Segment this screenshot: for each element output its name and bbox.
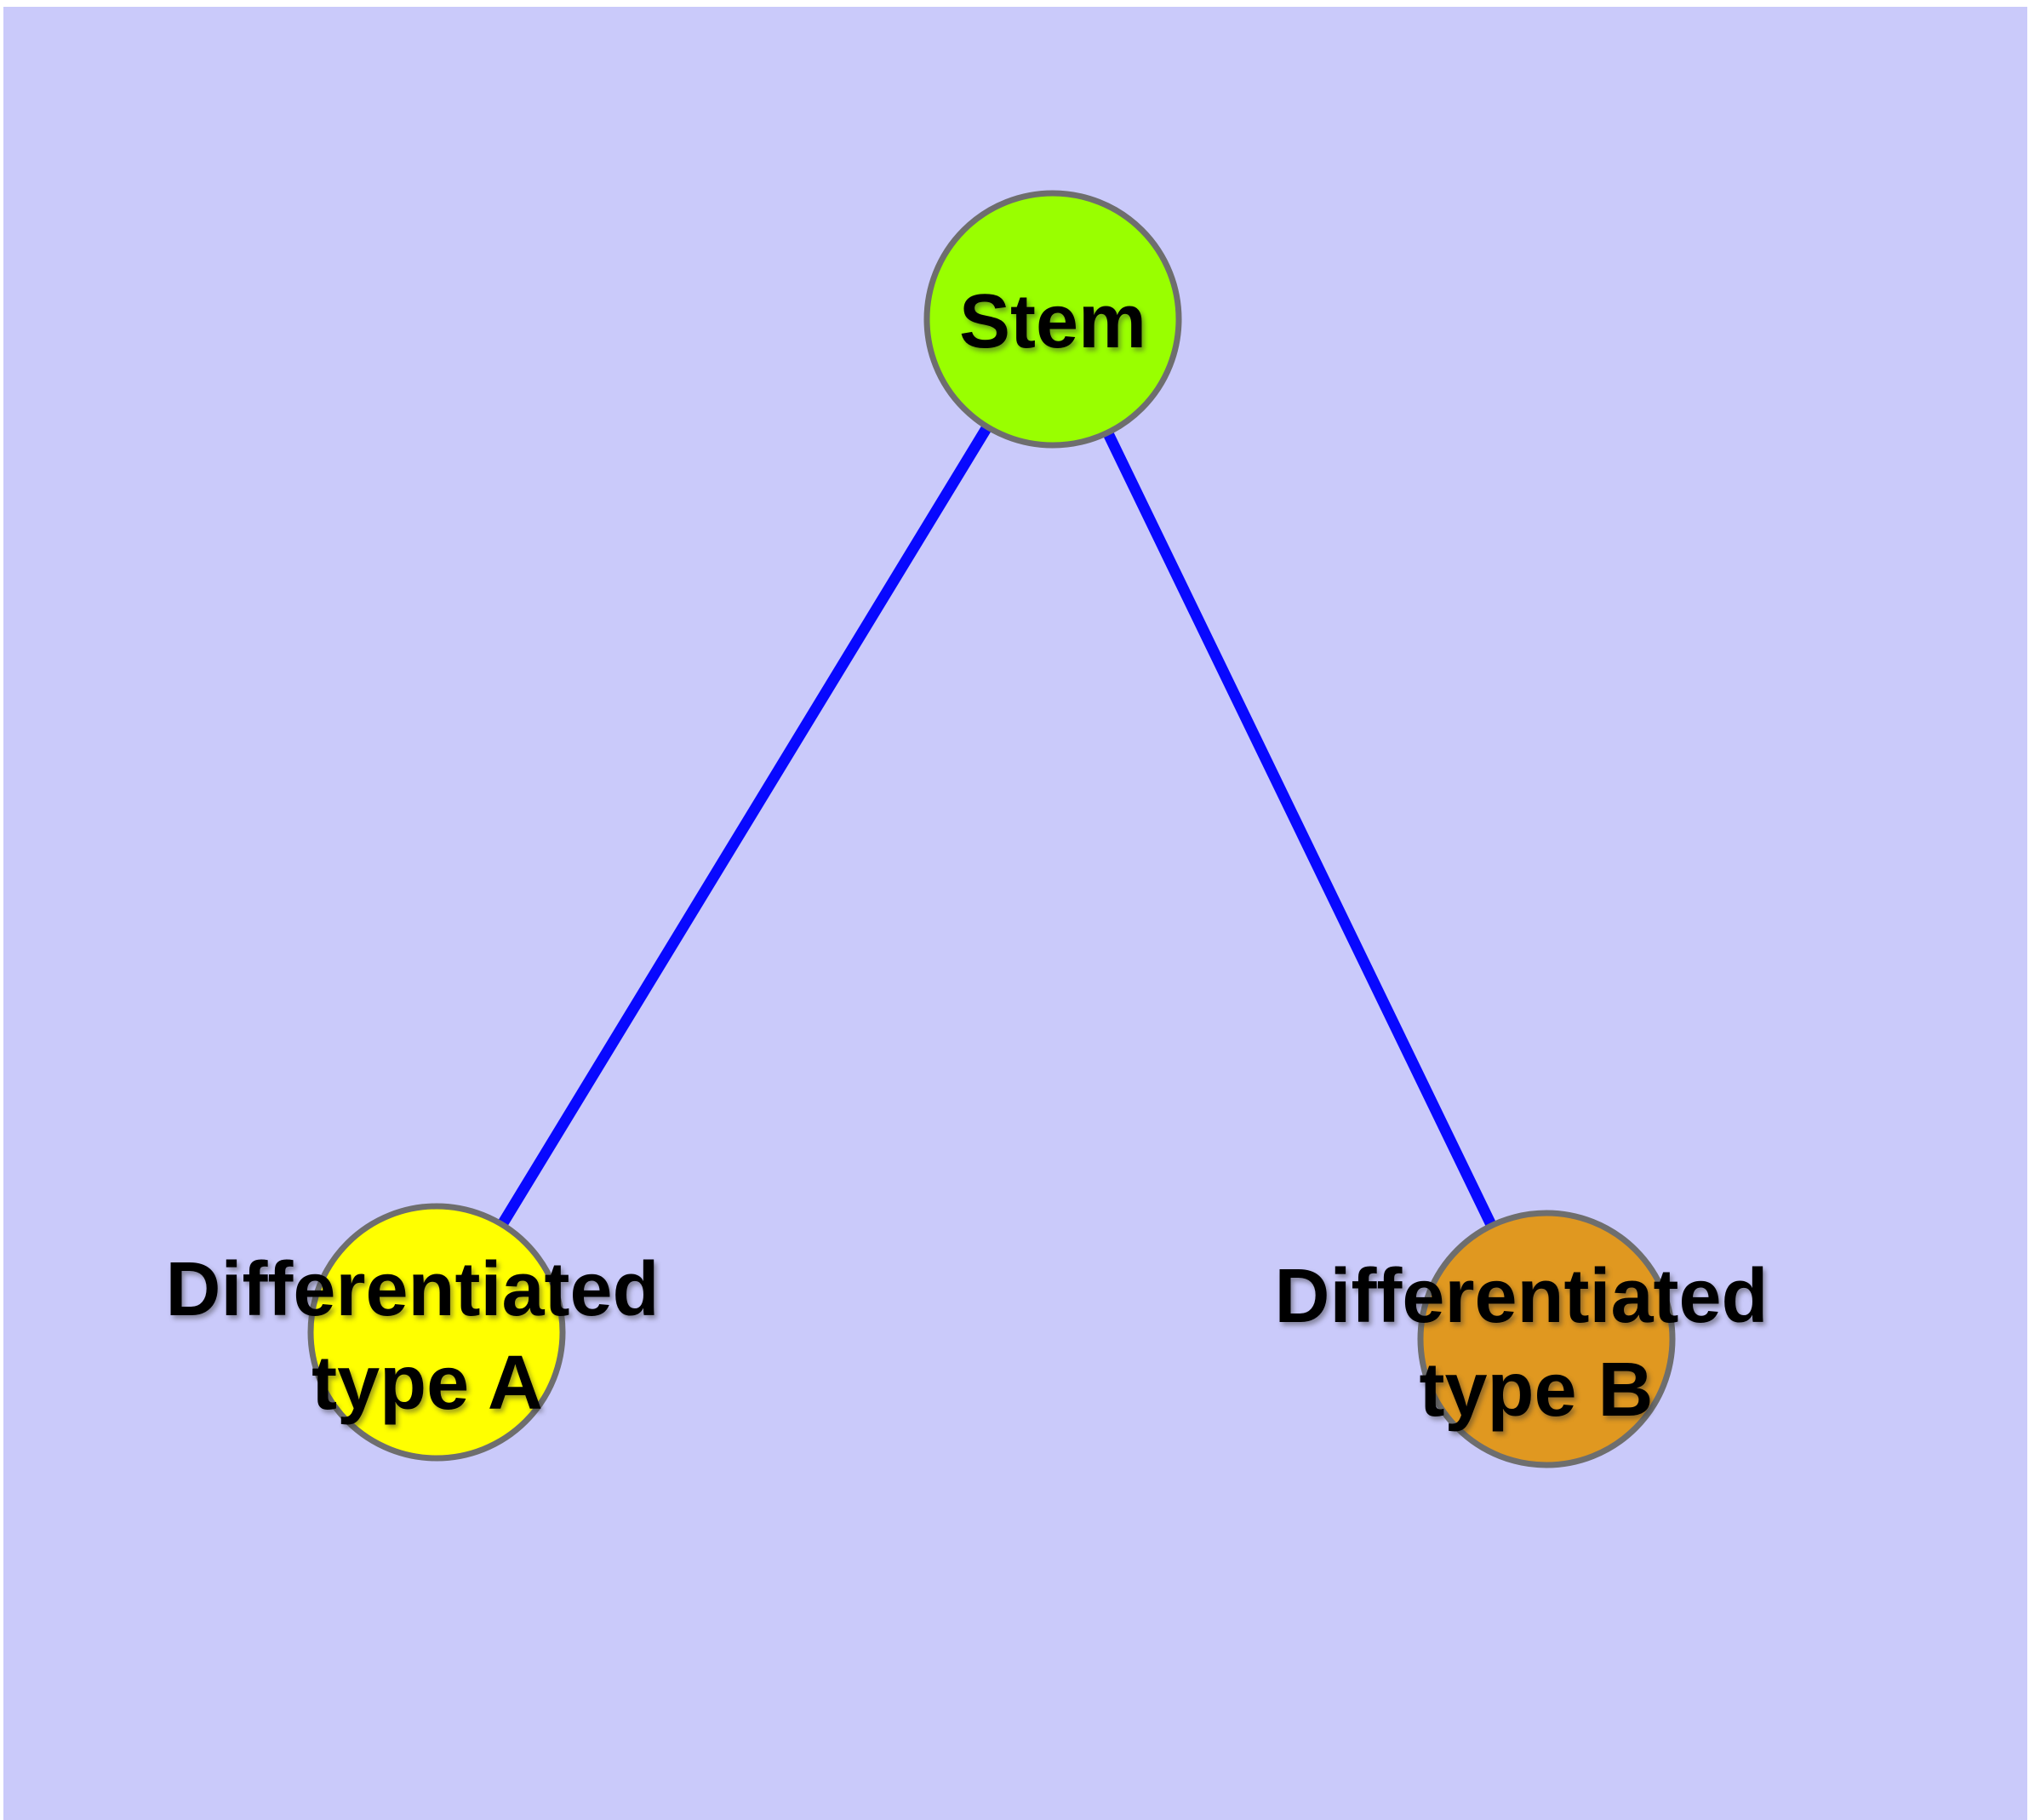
node-type-b-label: Differentiated type B bbox=[1274, 1254, 1789, 1433]
node-stem[interactable] bbox=[923, 190, 1182, 449]
edge-stem-type-b bbox=[1048, 317, 1552, 1342]
node-type-a-label-line2: type A bbox=[311, 1341, 543, 1426]
node-type-b-label-line2: type B bbox=[1419, 1348, 1653, 1433]
node-stem-label: Stem bbox=[959, 279, 1146, 364]
node-type-a-label-line1: Differentiated bbox=[165, 1247, 659, 1332]
edge-stem-type-a bbox=[432, 316, 1058, 1336]
node-type-a-label: Differentiated type A bbox=[165, 1247, 680, 1426]
node-differentiated-type-a[interactable] bbox=[307, 1203, 566, 1462]
node-type-b-label-line1: Differentiated bbox=[1274, 1254, 1768, 1339]
node-differentiated-type-b[interactable] bbox=[1417, 1210, 1676, 1468]
